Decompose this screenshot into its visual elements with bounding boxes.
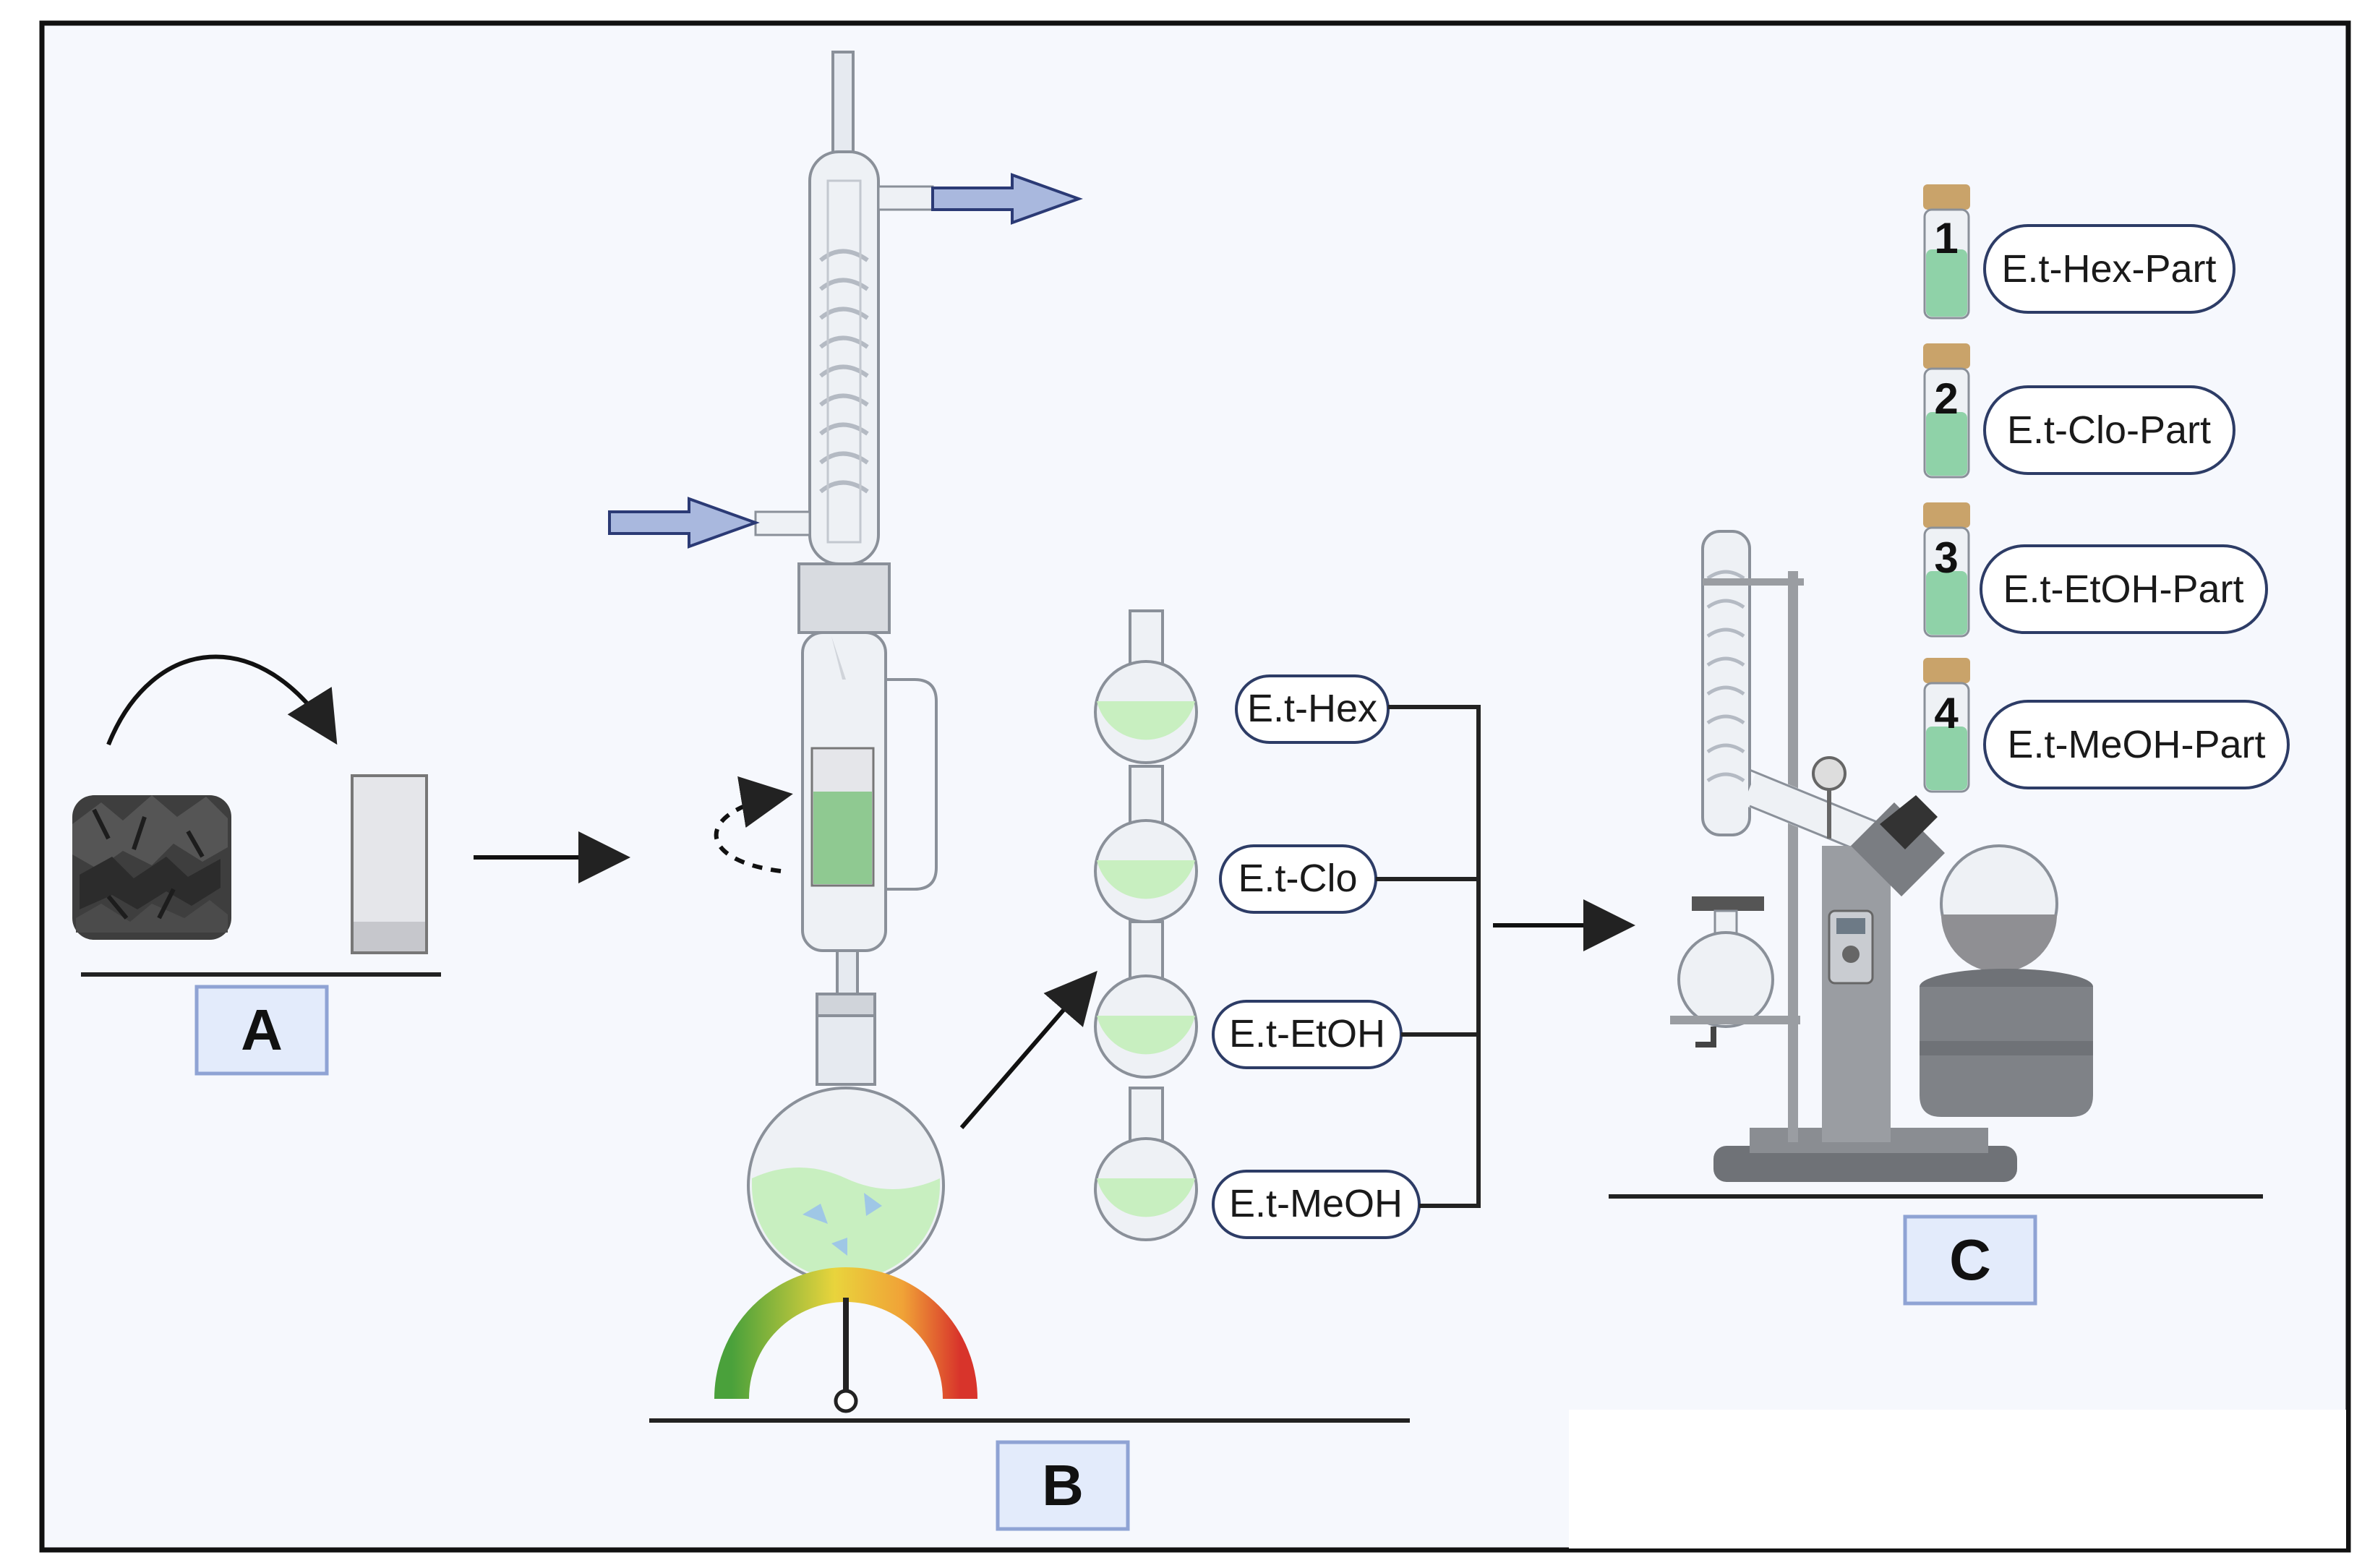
vial-icon: 4 xyxy=(1923,658,1970,793)
vial-number-2: 2 xyxy=(1934,374,1958,423)
vial-label-1: E.t-Hex-Part xyxy=(2001,247,2216,291)
panel-a-label-box xyxy=(194,985,329,1076)
vial-icon: 2 xyxy=(1923,343,1970,479)
vial-pill-2 xyxy=(1983,385,2235,475)
vial-number-3: 3 xyxy=(1934,534,1958,582)
panel-c-label-box xyxy=(1903,1214,2037,1306)
siphon-cycle-arrow xyxy=(714,776,793,873)
rotary-evaporator-icon xyxy=(1670,530,2093,1182)
extract-flask-4 xyxy=(1094,1087,1198,1241)
vial-label-2: E.t-Clo-Part xyxy=(2007,408,2211,452)
extract-label-1: E.t-Hex xyxy=(1247,687,1377,730)
dried-leaves-icon xyxy=(72,795,231,940)
vial-label-4: E.t-MeOH-Part xyxy=(2007,723,2265,766)
extract-flask-3 xyxy=(1094,920,1198,1079)
condenser-icon xyxy=(754,51,934,634)
vial-icon: 1 xyxy=(1923,184,1970,320)
panel-c-label: C xyxy=(1949,1228,1991,1292)
water-in-arrow xyxy=(608,497,760,549)
soxhlet-apparatus-icon xyxy=(801,631,938,1086)
extract-label-3: E.t-EtOH xyxy=(1229,1012,1385,1055)
round-bottom-flask-icon xyxy=(747,1087,945,1285)
vial-number-1: 1 xyxy=(1934,214,1958,262)
arrow-flask-to-extracts xyxy=(959,970,1097,1129)
panel-a: A xyxy=(72,654,630,1076)
vial-icon: 3 xyxy=(1923,502,1970,638)
blank-corner-area xyxy=(1569,1410,2346,1548)
vial-number-4: 4 xyxy=(1934,689,1959,737)
panel-b-label: B xyxy=(1042,1453,1084,1517)
extract-label-2: E.t-Clo xyxy=(1238,857,1357,900)
water-out-arrow xyxy=(931,173,1083,225)
panel-b-label-box xyxy=(996,1440,1130,1531)
vials: 1 E.t-Hex-Part 2 E.t-Clo-Part 3 E.t-EtOH… xyxy=(1923,184,2290,793)
extracts-bracket xyxy=(1376,705,1481,1208)
panel-a-label: A xyxy=(241,998,283,1062)
vial-pill-3 xyxy=(1980,544,2268,634)
extraction-thimble-icon xyxy=(351,774,428,954)
extract-flasks xyxy=(1094,609,1198,1241)
vial-pill-1 xyxy=(1983,224,2235,314)
heat-gauge-icon xyxy=(714,1267,977,1413)
extract-label-4: E.t-MeOH xyxy=(1229,1182,1403,1225)
extract-flask-1 xyxy=(1094,609,1198,764)
vial-pill-4 xyxy=(1983,700,2290,789)
extract-labels: E.t-Hex E.t-Clo E.t-EtOH E.t-MeOH xyxy=(1212,674,1421,1239)
panel-b: B xyxy=(608,51,1410,1531)
transfer-arrow-curve xyxy=(106,654,338,746)
vial-label-3: E.t-EtOH-Part xyxy=(2003,567,2243,611)
panel-c: C xyxy=(1609,530,2263,1306)
